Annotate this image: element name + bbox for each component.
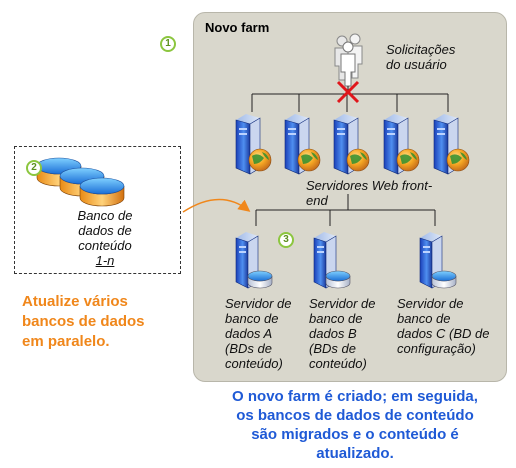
db-server-c-line3: dados C (BD de (397, 326, 490, 341)
content-db-label-line2: dados de (78, 223, 132, 238)
db-server-a-line4: (BDs de (225, 341, 272, 356)
parallel-upgrade-line3: em paralelo. (22, 333, 110, 350)
parallel-upgrade-line1: Atualize vários (22, 293, 128, 310)
parallel-upgrade-note: Atualize vários bancos de dados em paral… (22, 292, 182, 352)
user-requests-label-line2: do usuário (386, 57, 447, 72)
migration-arrow (182, 198, 251, 213)
users-icon (334, 33, 363, 87)
user-requests-label-line1: Solicitações (386, 42, 456, 57)
db-server-a-line1: Servidor de (225, 296, 292, 311)
content-db-group (14, 146, 181, 274)
db-server-c-line2: banco de (397, 311, 451, 326)
database-server-icon (313, 231, 351, 289)
db-server-b-line1: Servidor de (309, 296, 376, 311)
web-server-globe-icon (333, 113, 370, 175)
content-db-label: Banco de dados de conteúdo 1-n (50, 208, 160, 268)
db-server-a-line5: conteúdo) (225, 356, 283, 371)
db-server-c-label: Servidor de banco de dados C (BD de conf… (397, 296, 490, 356)
web-server-globe-icon (235, 113, 272, 175)
db-server-a-line3: dados A (225, 326, 273, 341)
web-servers-label: Servidores Web front- end (306, 178, 432, 208)
db-server-b-line5: conteúdo) (309, 356, 367, 371)
web-servers-label-line1: Servidores Web front- (306, 178, 433, 193)
content-db-label-line1: Banco de (77, 208, 133, 223)
migration-caption-line1: O novo farm é criado; em seguida, (232, 388, 478, 405)
database-server-icon (235, 231, 273, 289)
db-server-c-line4: configuração) (397, 341, 476, 356)
step-badge-2: 2 (26, 160, 42, 176)
db-server-c-line1: Servidor de (397, 296, 464, 311)
db-server-a-label: Servidor de banco de dados A (BDs de con… (225, 296, 291, 371)
user-requests-label: Solicitações do usuário (386, 42, 455, 72)
db-server-b-line4: (BDs de (309, 341, 356, 356)
red-x-icon (336, 80, 360, 104)
database-server-icon (419, 231, 457, 289)
db-server-b-line2: banco de (309, 311, 363, 326)
migration-caption-line3: são migrados e o conteúdo é (251, 426, 459, 443)
step-badge-1: 1 (160, 36, 176, 52)
step-badge-3: 3 (278, 232, 294, 248)
parallel-upgrade-line2: bancos de dados (22, 313, 145, 330)
content-db-label-line3: conteúdo (78, 238, 132, 253)
db-server-b-label: Servidor de banco de dados B (BDs de con… (309, 296, 375, 371)
farm-title: Novo farm (205, 20, 270, 35)
web-servers-label-line2: end (306, 193, 328, 208)
migration-caption-line4: atualizado. (316, 445, 394, 462)
content-db-label-line4: 1-n (95, 253, 115, 268)
migration-caption: O novo farm é criado; em seguida, os ban… (208, 387, 502, 463)
web-server-globe-icon (284, 113, 321, 175)
db-server-b-line3: dados B (309, 326, 357, 341)
db-server-a-line2: banco de (225, 311, 279, 326)
web-server-globe-icon (383, 113, 420, 175)
migration-caption-line2: os bancos de dados de conteúdo (236, 407, 474, 424)
web-server-globe-icon (433, 113, 470, 175)
